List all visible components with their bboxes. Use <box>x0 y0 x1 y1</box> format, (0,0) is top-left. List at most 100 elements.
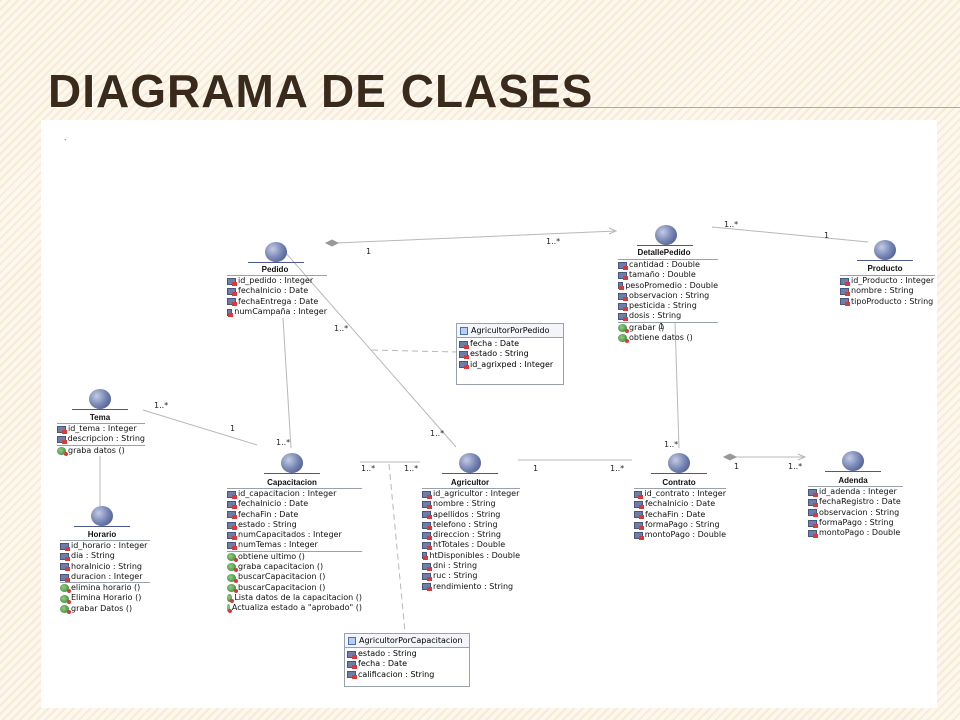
attribute-icon <box>618 282 625 291</box>
attribute-icon <box>227 521 237 530</box>
capacitacion-class-name[interactable]: Capacitacion <box>267 478 317 487</box>
agricultor-por-capacitacion-box[interactable]: AgricultorPorCapacitacion estado : Strin… <box>344 633 470 687</box>
attribute-text: observacion : String <box>629 290 710 300</box>
attribute-text: estado : String <box>358 649 417 658</box>
attribute-row: horaInicio : String <box>60 562 150 572</box>
attribute-icon <box>459 340 469 349</box>
attribute-icon <box>618 313 628 322</box>
operation-text: Elimina Horario () <box>71 593 142 603</box>
operation-text: elimina horario () <box>71 583 141 593</box>
attribute-icon <box>227 500 237 509</box>
mult-tema-capacitacion-a: 1..* <box>154 401 169 410</box>
attribute-row: calificacion : String <box>347 670 467 680</box>
attribute-text: id_agricultor : Integer <box>433 489 520 498</box>
producto-class-name[interactable]: Producto <box>867 264 903 273</box>
attribute-text: horaInicio : String <box>71 561 142 571</box>
horario-class-name[interactable]: Horario <box>87 530 117 539</box>
capacitacion-actor-icon <box>281 453 303 473</box>
attribute-text: fechaFin : Date <box>238 509 299 519</box>
attribute-text: numTemas : Integer <box>238 540 318 550</box>
attribute-icon <box>459 361 469 370</box>
operation-icon <box>57 446 68 456</box>
operation-text: obtiene datos () <box>629 333 693 343</box>
attribute-row: fechaInicio : Date <box>227 499 362 509</box>
class-icon <box>348 636 356 645</box>
horario-actor-icon <box>91 506 113 526</box>
attribute-icon <box>634 500 644 509</box>
mult-agricultor-contrato-b: 1..* <box>610 464 625 473</box>
operation-row: buscarCapacitacion () <box>227 572 362 583</box>
attribute-icon <box>422 511 432 520</box>
attribute-icon <box>347 671 357 680</box>
attribute-row: pesoPromedio : Double <box>618 281 718 291</box>
mult-contrato-adenda-a: 1 <box>734 462 740 471</box>
attribute-icon <box>227 542 237 551</box>
tema-operations: graba datos () <box>57 444 145 456</box>
attribute-row: id_horario : Integer <box>60 541 150 551</box>
mult-pedido-detalle-a: 1 <box>366 247 372 256</box>
producto-actor-icon <box>874 240 896 260</box>
attribute-text: estado : String <box>470 349 529 359</box>
attribute-row: apellidos : String <box>422 510 520 520</box>
adenda-class-name[interactable]: Adenda <box>838 476 868 485</box>
attribute-row: fechaFin : Date <box>634 510 726 520</box>
pedido-class-name[interactable]: Pedido <box>261 265 289 274</box>
attribute-icon <box>422 573 432 582</box>
attribute-text: tamaño : Double <box>629 270 696 280</box>
attribute-row: id_capacitacion : Integer <box>227 489 362 499</box>
attribute-row: observacion : String <box>618 291 718 301</box>
attribute-text: numCapacitados : Integer <box>238 530 342 540</box>
operation-text: graba capacitacion () <box>238 562 324 572</box>
attribute-icon <box>422 531 432 540</box>
attribute-text: ruc : String <box>433 571 478 581</box>
mult-pedido-agricultor-a: 1..* <box>334 324 349 333</box>
attribute-text: id_contrato : Integer <box>644 489 726 498</box>
attribute-text: observacion : String <box>819 507 900 517</box>
attribute-text: id_pedido : Integer <box>238 276 314 285</box>
attribute-icon <box>459 350 469 359</box>
attribute-icon <box>808 529 818 538</box>
attribute-icon <box>347 660 357 669</box>
attribute-row: dosis : String <box>618 311 718 322</box>
attribute-text: fechaInicio : Date <box>645 499 716 509</box>
attribute-text: calificacion : String <box>358 669 435 679</box>
attribute-text: telefono : String <box>433 519 498 529</box>
attribute-icon <box>227 531 237 540</box>
attribute-row: numCapacitados : Integer <box>227 530 362 540</box>
mult-contrato-adenda-b: 1..* <box>788 462 803 471</box>
attribute-row: estado : String <box>227 520 362 530</box>
attribute-text: montoPago : Double <box>644 530 726 540</box>
attribute-text: cantidad : Double <box>629 260 700 269</box>
agricultor-class-name[interactable]: Agricultor <box>450 478 490 487</box>
title-rule <box>510 107 960 108</box>
attribute-row: formaPago : String <box>808 518 903 528</box>
attribute-icon <box>618 302 628 311</box>
attribute-row: id_Producto : Integer <box>840 276 935 286</box>
attribute-icon <box>634 521 644 530</box>
attribute-icon <box>422 521 432 530</box>
detalle-class-name[interactable]: DetallePedido <box>637 248 691 257</box>
tema-class-name[interactable]: Tema <box>89 413 111 422</box>
contrato-class-name[interactable]: Contrato <box>662 478 696 487</box>
operation-icon <box>227 583 238 593</box>
operation-icon <box>227 594 235 604</box>
attribute-row: pesticida : String <box>618 301 718 311</box>
attribute-text: fechaInicio : Date <box>238 286 309 296</box>
